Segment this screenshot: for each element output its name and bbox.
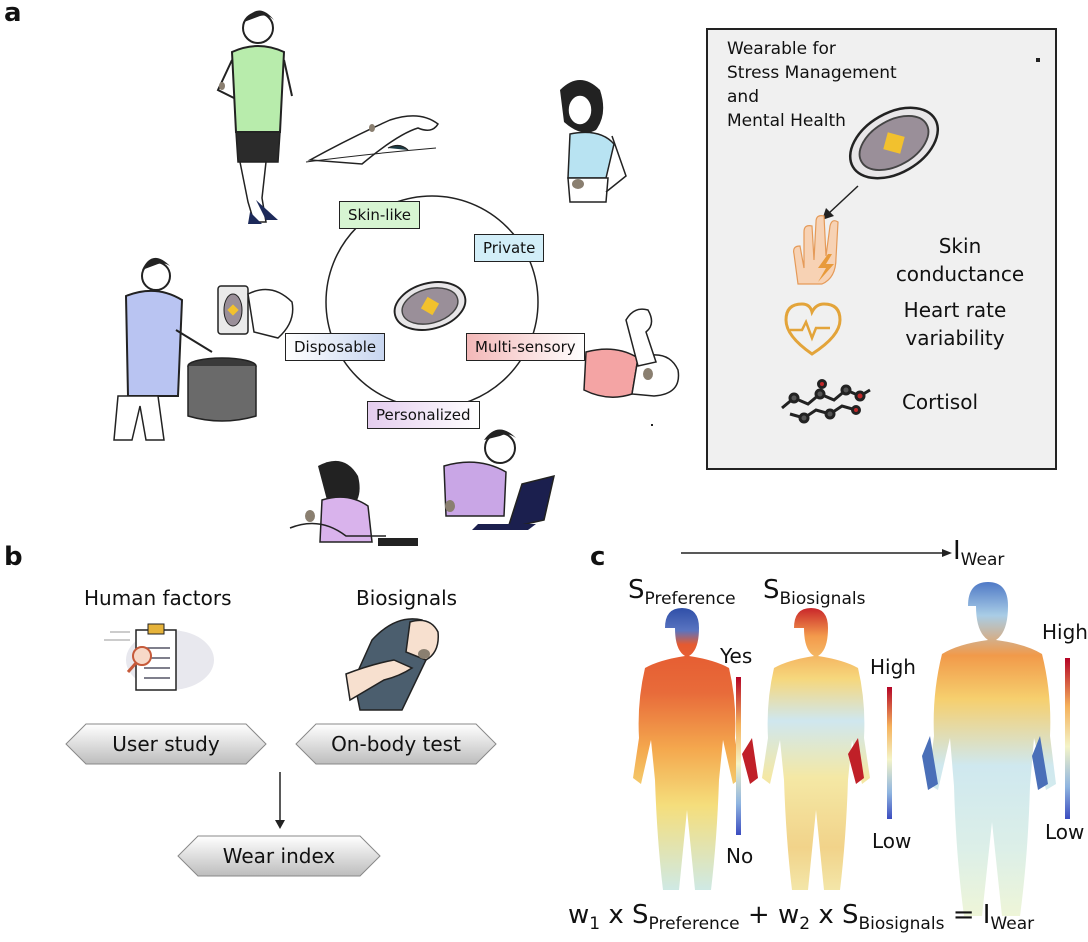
map-sub-wear: Wear: [960, 550, 1005, 571]
hex-shapes: [65, 723, 497, 877]
signal-hrv-line2: variability: [905, 326, 1005, 350]
user-study-node: User study: [66, 724, 266, 764]
inset-box: [706, 28, 1057, 470]
clipboard-icon: [104, 623, 214, 691]
woman-belly-illustration: [560, 80, 627, 203]
signal-heart-rate-variability: Heart rate variability: [870, 296, 1040, 352]
map-title-wear: IWear: [953, 536, 1004, 570]
feature-disposable: Disposable: [285, 333, 386, 361]
colorbar-preference: [736, 677, 741, 835]
body-map-biosignals: [742, 608, 870, 890]
wear-index-label: Wear index: [222, 844, 336, 868]
arm-patch-icon: [345, 618, 439, 711]
hand-icon: [793, 215, 839, 285]
central-patch-icon: [388, 273, 472, 339]
formula-i-sub: Wear: [990, 914, 1035, 935]
swimmer-illustration: [305, 115, 439, 165]
panel-label-c: c: [590, 542, 606, 572]
map-sub-preference: Preference: [644, 589, 736, 610]
molecule-icon: [781, 379, 871, 424]
formula-w2-sub: 2: [799, 914, 811, 935]
on-body-test-label: On-body test: [331, 732, 461, 756]
inset-title-line4: Mental Health: [727, 111, 846, 131]
map-title-preference: SPreference: [628, 575, 736, 609]
signal-skin-conductance-line2: conductance: [895, 262, 1025, 286]
body-map-preference: [633, 608, 741, 890]
feature-private: Private: [474, 234, 545, 262]
signal-skin-conductance: Skin conductance: [880, 232, 1040, 288]
flexing-arm-illustration: [583, 308, 680, 398]
body-map-wear: [922, 582, 1056, 916]
formula-w2: + w: [739, 900, 800, 930]
wear-index-node: Wear index: [178, 836, 380, 876]
wear-index-formula: w1 x SPreference + w2 x SBiosignals = IW…: [568, 900, 1034, 934]
panel-label-a: a: [4, 0, 22, 28]
colorbar-biosignals: [887, 687, 892, 819]
formula-w1-sub: 1: [589, 914, 601, 935]
formula-s1-sub: Preference: [648, 914, 740, 935]
map-symbol-wear: I: [953, 536, 961, 566]
formula-s2: x S: [810, 900, 859, 930]
feature-multi-sensory: Multi-sensory: [466, 333, 585, 361]
scale-low-wear: Low: [1045, 820, 1085, 844]
scale-low-preference: No: [726, 844, 754, 868]
formula-w1: w: [568, 900, 590, 930]
colorbar-wear: [1065, 658, 1070, 819]
laptop-users-illustration: [289, 429, 556, 546]
formula-s1: x S: [600, 900, 649, 930]
disposal-illustration: [113, 257, 294, 441]
runner-illustration: [216, 10, 293, 224]
formula-i: = I: [944, 900, 991, 930]
heart-pulse-icon: [784, 302, 842, 356]
biosignals-label: Biosignals: [356, 586, 458, 610]
inset-title: Wearable for Stress Management and Menta…: [727, 37, 897, 133]
inset-title-line3: and: [727, 87, 759, 107]
scale-high-biosignals: High: [870, 655, 916, 679]
map-symbol-biosignals: S: [763, 575, 780, 605]
feature-skin-like: Skin-like: [339, 201, 421, 229]
signal-hrv-line1: Heart rate: [903, 298, 1007, 322]
panel-label-b: b: [4, 542, 23, 572]
on-body-test-node: On-body test: [296, 724, 496, 764]
signal-cortisol: Cortisol: [901, 390, 979, 414]
map-title-biosignals: SBiosignals: [763, 575, 865, 609]
scale-high-preference: Yes: [720, 644, 753, 668]
human-factors-label: Human factors: [84, 586, 232, 610]
map-sub-biosignals: Biosignals: [779, 589, 866, 610]
scale-low-biosignals: Low: [872, 829, 912, 853]
inset-title-line1: Wearable for: [727, 39, 836, 59]
map-symbol-preference: S: [628, 575, 645, 605]
signal-skin-conductance-line1: Skin: [938, 234, 982, 258]
feature-personalized: Personalized: [367, 401, 480, 429]
scale-high-wear: High: [1042, 620, 1088, 644]
formula-s2-sub: Biosignals: [858, 914, 945, 935]
inset-title-line2: Stress Management: [727, 63, 897, 83]
user-study-label: User study: [112, 732, 220, 756]
